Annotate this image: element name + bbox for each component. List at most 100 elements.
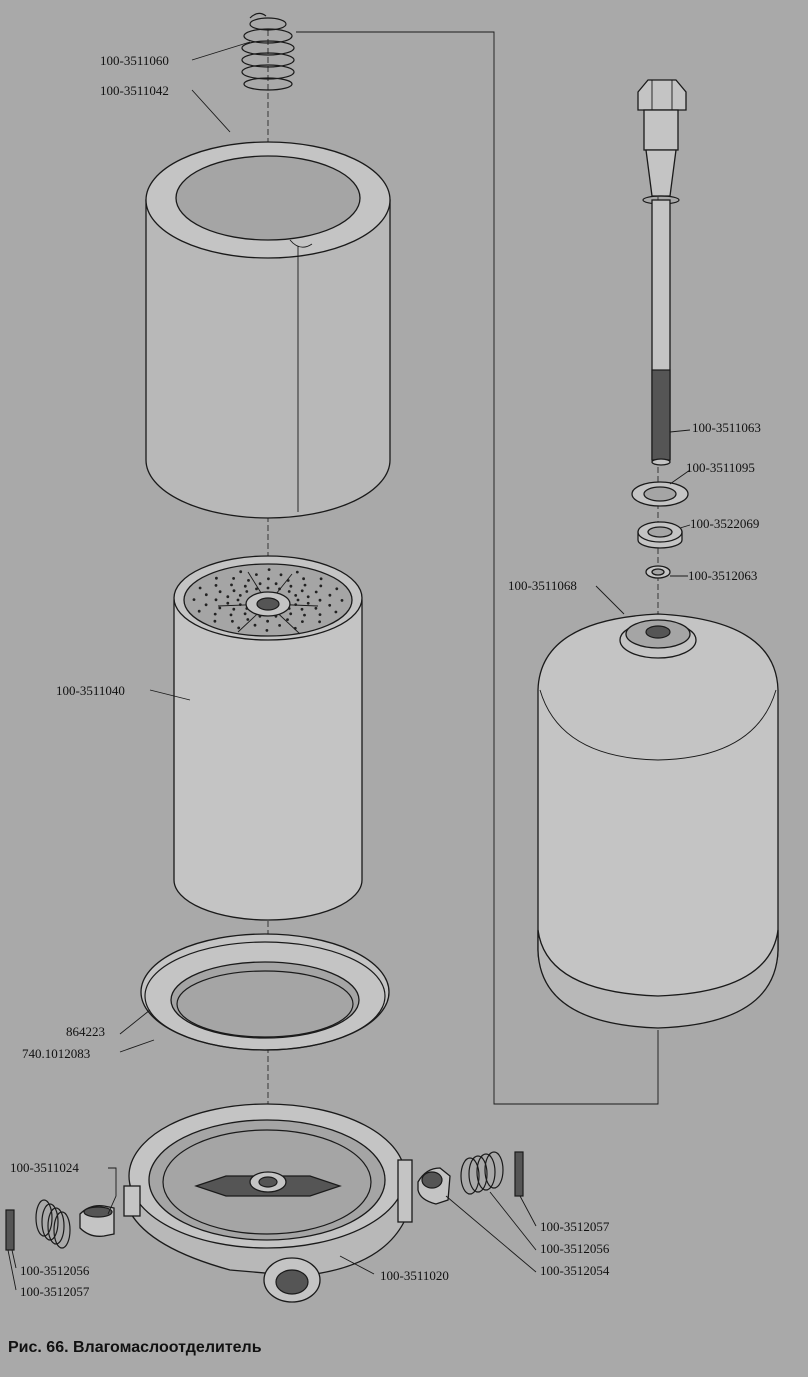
housing-base (123, 1103, 413, 1303)
label-cover-ring: 100-3511042 (100, 83, 169, 98)
filter-hole (236, 598, 240, 602)
label-pin-right: 100-3512057 (540, 1219, 610, 1234)
filter-hole (296, 598, 300, 602)
filter-hole (197, 609, 201, 613)
label-valve-left: 100-3511024 (10, 1160, 79, 1175)
filter-hole (230, 583, 233, 587)
filter-hole (319, 584, 323, 588)
label-washer-1: 100-3511095 (686, 460, 755, 475)
label-bolt: 100-3511063 (692, 420, 761, 435)
filter-hole (303, 613, 306, 617)
filter-hole (255, 573, 258, 576)
label-spring-top: 100-3511060 (100, 53, 169, 68)
filter-hole (274, 582, 278, 586)
filter-hole (204, 603, 208, 607)
filter-hole (279, 573, 283, 577)
filter-hole (267, 577, 270, 581)
center-bolt (637, 79, 687, 466)
filter-hole (265, 629, 269, 632)
label-pin-left: 100-3512057 (20, 1284, 90, 1299)
label-gasket-outer: 740.1012083 (22, 1046, 90, 1061)
filter-hole (318, 598, 322, 602)
filter-hole (300, 607, 304, 611)
filter-hole (239, 570, 243, 574)
filter-hole (302, 577, 305, 581)
filter-hole (253, 623, 257, 627)
filter-hole (215, 576, 218, 580)
filter-hole (245, 590, 249, 593)
filter-hole (258, 582, 262, 586)
filter-hole (232, 589, 236, 593)
filter-hole (213, 619, 217, 623)
filter-hole (204, 593, 208, 597)
top-spring (241, 12, 295, 91)
figure-caption: Рис. 66. Влагомаслоотделитель (8, 1339, 262, 1356)
filter-hole (229, 613, 233, 617)
left-valve-assembly (5, 1199, 115, 1251)
filter-hole (286, 618, 289, 621)
filter-hole (335, 587, 339, 591)
filter-hole (328, 603, 332, 607)
filter-hole (213, 612, 217, 616)
filter-hole (295, 570, 299, 574)
filter-hole (266, 619, 269, 623)
filter-hole (218, 606, 222, 610)
filter-hole (306, 601, 310, 605)
label-bowl: 100-3511068 (508, 578, 577, 593)
bowl (537, 613, 779, 1029)
filter-hole (303, 583, 307, 587)
filter-hole (267, 568, 271, 571)
filter-hole (192, 598, 196, 601)
filter-hole (214, 584, 218, 587)
filter-hole (232, 577, 236, 580)
filter-hole (318, 620, 321, 624)
filter-hole (294, 594, 298, 597)
filter-hole (247, 579, 250, 582)
filter-hole (226, 595, 230, 599)
label-washer-3: 100-3512063 (688, 568, 757, 583)
label-filter-element: 100-3511040 (56, 683, 125, 698)
filter-hole (314, 606, 318, 610)
right-valve-assembly (417, 1151, 524, 1205)
filter-hole (300, 589, 304, 593)
filter-hole (232, 607, 236, 611)
label-valve-right: 100-3512054 (540, 1263, 610, 1278)
filter-hole (340, 599, 344, 602)
filter-hole (319, 577, 323, 581)
filter-holes (192, 568, 344, 632)
leader-lines (7, 41, 691, 1291)
filter-hole (198, 586, 202, 590)
filter-hole (218, 590, 222, 594)
filter-hole (278, 624, 281, 627)
filter-hole (289, 612, 293, 616)
filter-hole (266, 586, 270, 590)
filter-hole (255, 587, 258, 591)
filter-hole (238, 594, 242, 597)
filter-hole (334, 610, 338, 614)
label-housing-base: 100-3511020 (380, 1268, 449, 1283)
filter-hole (226, 601, 230, 605)
label-spring-left: 100-3512056 (20, 1263, 90, 1278)
assembly-path-line (296, 31, 659, 1105)
gasket-pair (140, 933, 390, 1051)
label-washer-2: 100-3522069 (690, 516, 759, 531)
label-spring-right: 100-3512056 (540, 1241, 610, 1256)
filter-hole (214, 598, 218, 602)
filter-hole (231, 619, 234, 623)
filter-hole (237, 626, 241, 630)
filter-hole (314, 590, 318, 594)
filter-hole (306, 595, 310, 599)
filter-hole (318, 613, 322, 616)
filter-hole (328, 593, 332, 597)
filter-hole (243, 584, 247, 588)
cover-ring-cylinder (145, 141, 391, 519)
filter-element (173, 555, 363, 921)
filter-hole (301, 620, 304, 623)
label-gasket-inner: 864223 (66, 1024, 105, 1039)
filter-hole (289, 584, 293, 588)
filter-hole (287, 590, 291, 593)
filter-hole (243, 612, 247, 616)
filter-hole (246, 618, 250, 621)
